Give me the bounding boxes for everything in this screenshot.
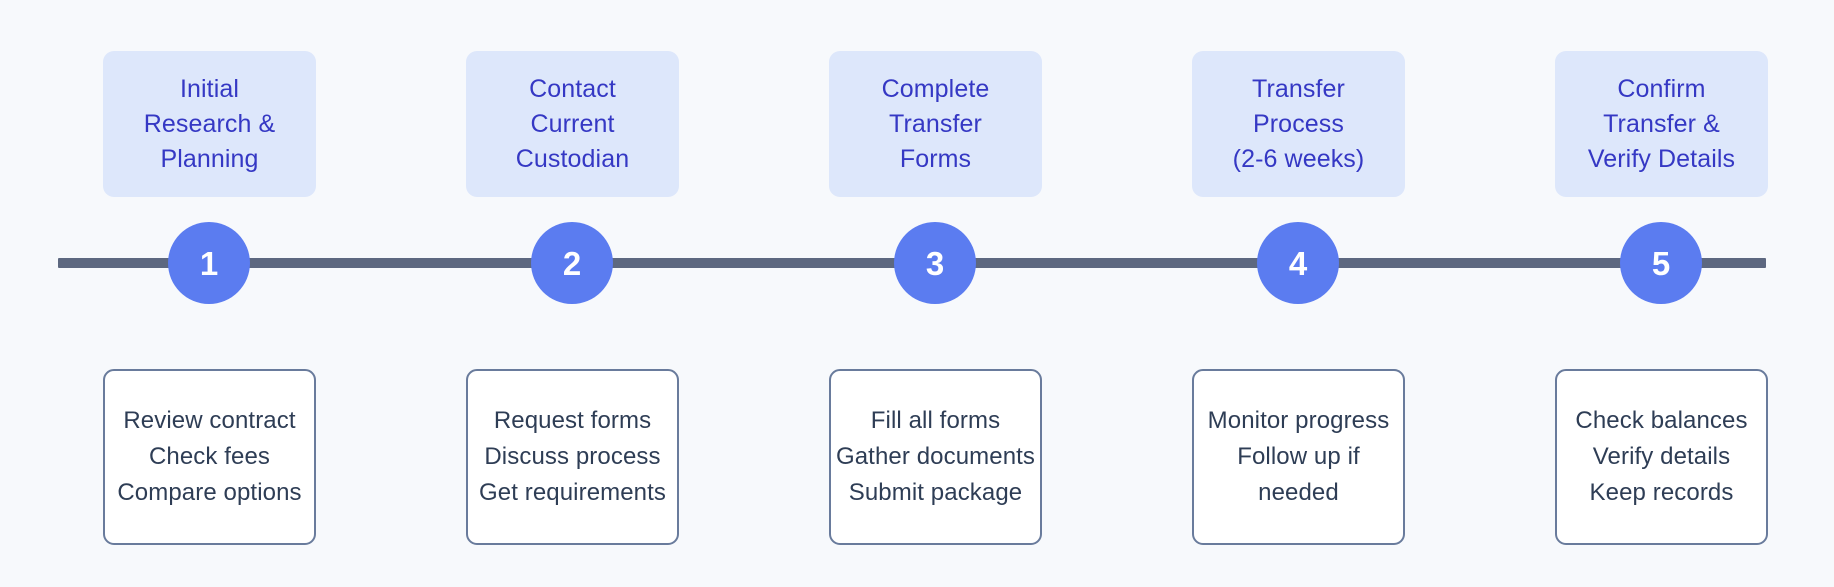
milestone-circle-2[interactable]: 2 — [531, 222, 613, 304]
phase-box-4[interactable]: Transfer Process (2-6 weeks) — [1192, 51, 1405, 197]
phase-box-5[interactable]: Confirm Transfer & Verify Details — [1555, 51, 1768, 197]
task-label-1: Review contract Check fees Compare optio… — [117, 407, 302, 506]
milestone-number-5: 5 — [1651, 244, 1671, 282]
stage-column-5: Confirm Transfer & Verify Details 5 Chec… — [1511, 0, 1811, 587]
task-label-2: Request forms Discuss process Get requir… — [478, 407, 666, 506]
stage-column-3: Complete Transfer Forms 3 Fill all forms… — [785, 0, 1085, 587]
milestone-circle-1[interactable]: 1 — [168, 222, 250, 304]
phase-label-1: Initial Research & Planning — [143, 74, 276, 173]
task-label-4: Monitor progress Follow up if needed — [1207, 407, 1390, 506]
phase-box-2[interactable]: Contact Current Custodian — [466, 51, 679, 197]
task-box-1[interactable]: Review contract Check fees Compare optio… — [103, 369, 316, 545]
milestone-number-3: 3 — [925, 244, 945, 282]
task-box-4[interactable]: Monitor progress Follow up if needed — [1192, 369, 1405, 545]
task-box-5[interactable]: Check balances Verify details Keep recor… — [1555, 369, 1768, 545]
stage-column-2: Contact Current Custodian 2 Request form… — [422, 0, 722, 587]
phase-box-1[interactable]: Initial Research & Planning — [103, 51, 316, 197]
milestone-circle-5[interactable]: 5 — [1620, 222, 1702, 304]
stage-column-4: Transfer Process (2-6 weeks) 4 Monitor p… — [1148, 0, 1448, 587]
phase-box-3[interactable]: Complete Transfer Forms — [829, 51, 1042, 197]
phase-label-5: Confirm Transfer & Verify Details — [1587, 74, 1736, 173]
stage-column-1: Initial Research & Planning 1 Review con… — [59, 0, 359, 587]
phase-label-3: Complete Transfer Forms — [881, 74, 990, 173]
milestone-number-1: 1 — [199, 244, 219, 282]
milestone-circle-3[interactable]: 3 — [894, 222, 976, 304]
milestone-number-2: 2 — [562, 244, 582, 282]
task-label-5: Check balances Verify details Keep recor… — [1575, 407, 1748, 506]
task-box-3[interactable]: Fill all forms Gather documents Submit p… — [829, 369, 1042, 545]
phase-label-2: Contact Current Custodian — [515, 74, 630, 173]
milestone-number-4: 4 — [1288, 244, 1308, 282]
milestone-circle-4[interactable]: 4 — [1257, 222, 1339, 304]
task-label-3: Fill all forms Gather documents Submit p… — [835, 407, 1036, 506]
task-box-2[interactable]: Request forms Discuss process Get requir… — [466, 369, 679, 545]
phase-label-4: Transfer Process (2-6 weeks) — [1232, 74, 1365, 173]
